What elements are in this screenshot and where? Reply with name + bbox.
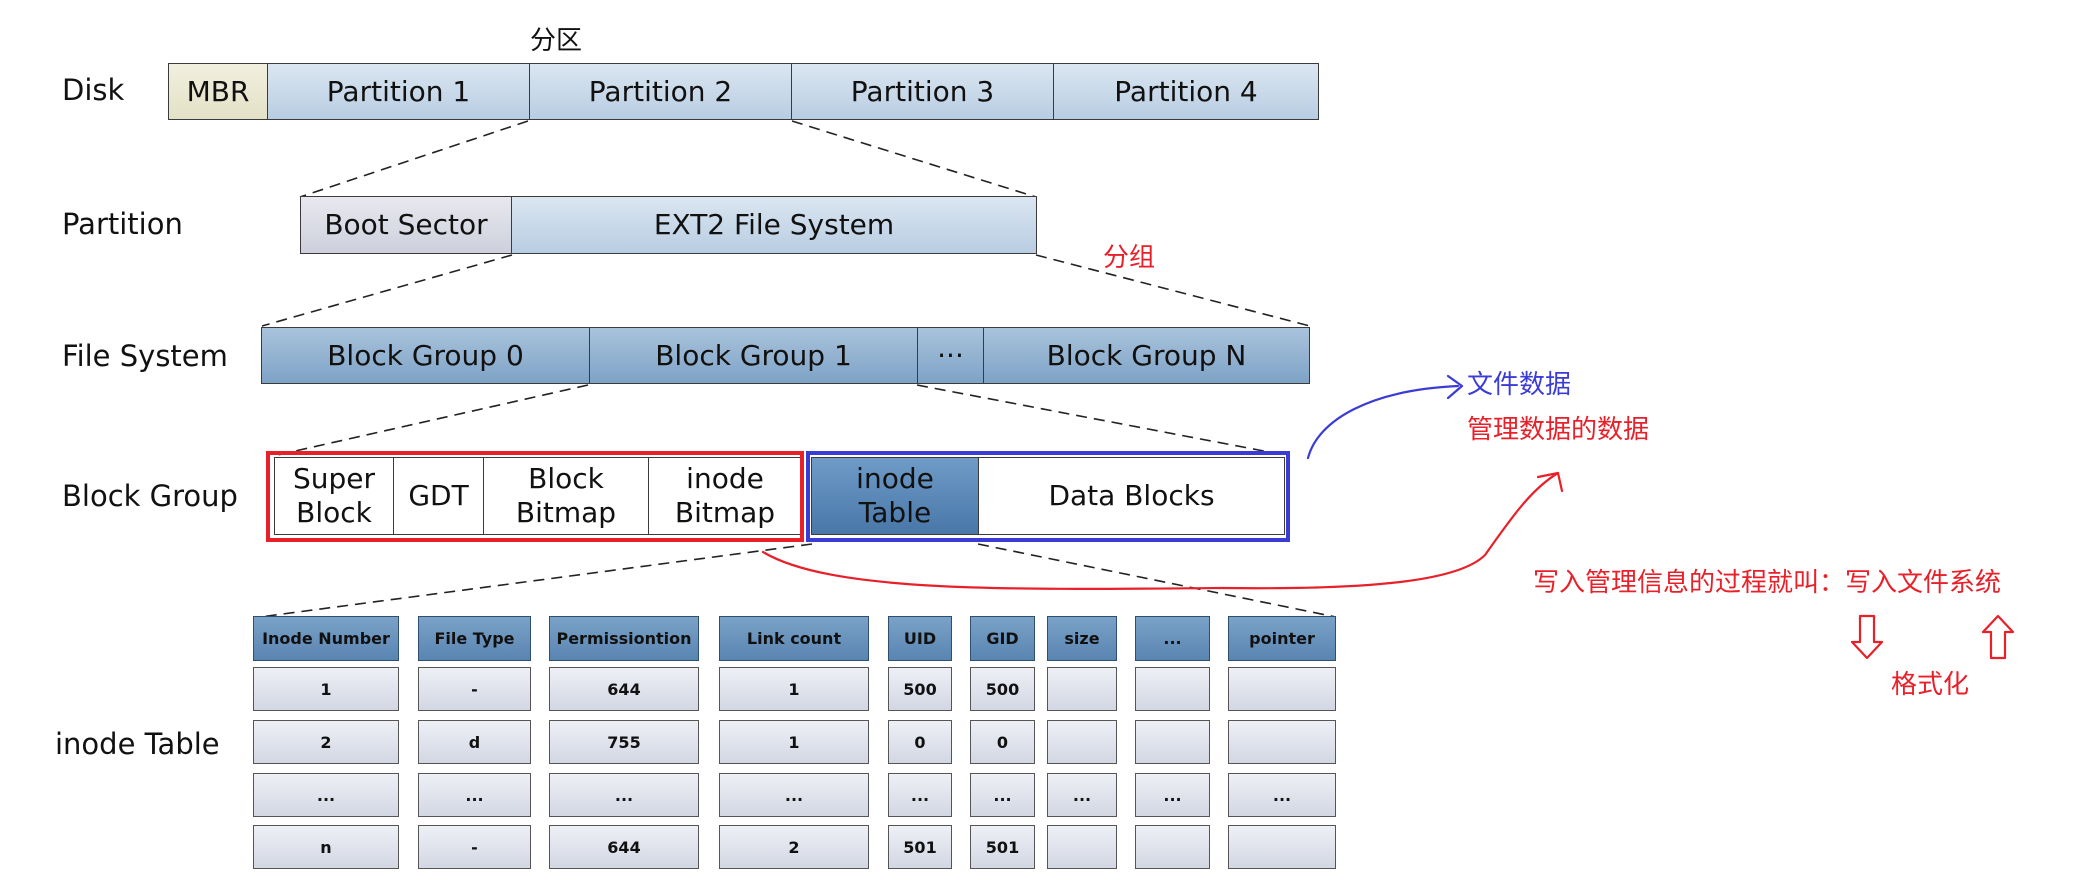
- super-block-line-1: Super: [292, 462, 376, 496]
- inode-cell-permission: ...: [549, 773, 699, 817]
- up-arrow-icon: [1981, 614, 2015, 660]
- file-data-annotation: 文件数据: [1467, 370, 1572, 400]
- inode-cell-link-count: 1: [719, 667, 869, 711]
- red-arrow: [761, 471, 1560, 590]
- inode-cell-link-count: ...: [719, 773, 869, 817]
- super-block-line-2: Block: [296, 496, 372, 529]
- row-label-disk: Disk: [62, 73, 125, 107]
- format-annotation: 格式化: [1891, 670, 1970, 700]
- inode-cell-more: [1135, 667, 1210, 711]
- row-label-inode-table: inode Table: [55, 727, 220, 761]
- zoom-line-group1-left: [272, 384, 589, 457]
- inode-cell-pointer: ...: [1228, 773, 1336, 817]
- inode-cell-pointer: [1228, 825, 1336, 869]
- inode-header-permission: Permissiontion: [549, 616, 699, 661]
- mbr-cell: MBR: [168, 63, 268, 120]
- metadata-highlight-box: [266, 451, 804, 542]
- ext2-file-system-cell: EXT2 File System: [511, 196, 1037, 254]
- inode-table-line-2: Table: [858, 496, 932, 529]
- inode-bitmap-cell: inode Bitmap: [648, 457, 802, 535]
- inode-cell-permission: 644: [549, 825, 699, 869]
- process-annotation: 写入管理信息的过程就叫：写入文件系统: [1533, 568, 2002, 598]
- inode-cell-uid: 0: [888, 720, 952, 764]
- inode-cell-size: [1047, 667, 1117, 711]
- super-block-cell: Super Block: [274, 457, 394, 535]
- row-label-partition: Partition: [62, 207, 183, 241]
- boot-sector-cell: Boot Sector: [300, 196, 512, 254]
- inode-cell-gid: ...: [970, 773, 1035, 817]
- file-data-highlight-box: [806, 451, 1290, 542]
- inode-header-gid: GID: [970, 616, 1035, 661]
- inode-cell-inode-number: n: [253, 825, 399, 869]
- data-blocks-cell: Data Blocks: [978, 457, 1285, 535]
- partition-2-cell: Partition 2: [529, 63, 792, 120]
- inode-cell-more: [1135, 825, 1210, 869]
- red-arrowhead: [1536, 471, 1564, 493]
- zoom-line-ext2-left: [261, 254, 513, 327]
- zoom-line-group1-right: [916, 384, 1291, 457]
- inode-cell-inode-number: ...: [253, 773, 399, 817]
- inode-cell-file-type: -: [418, 667, 531, 711]
- inode-cell-pointer: [1228, 720, 1336, 764]
- block-bitmap-cell: Block Bitmap: [483, 457, 649, 535]
- inode-cell-permission: 755: [549, 720, 699, 764]
- inode-cell-file-type: -: [418, 825, 531, 869]
- inode-table-cell: inode Table: [811, 457, 979, 535]
- partition-annotation: 分区: [530, 26, 583, 56]
- row-label-file-system: File System: [62, 339, 228, 373]
- metadata-annotation: 管理数据的数据: [1467, 415, 1650, 445]
- zoom-line-partition2-left: [299, 120, 529, 198]
- inode-header-pointer: pointer: [1228, 616, 1336, 661]
- down-arrow-icon: [1850, 614, 1884, 660]
- blue-arrow: [1306, 384, 1460, 460]
- block-group-0-cell: Block Group 0: [261, 327, 590, 384]
- zoom-line-ext2-right: [1035, 254, 1311, 327]
- inode-bitmap-line-2: Bitmap: [674, 496, 776, 529]
- partition-3-cell: Partition 3: [791, 63, 1054, 120]
- inode-bitmap-line-1: inode: [686, 462, 764, 496]
- inode-table-line-1: inode: [856, 462, 934, 496]
- inode-cell-more: [1135, 720, 1210, 764]
- inode-cell-size: [1047, 825, 1117, 869]
- inode-cell-more: ...: [1135, 773, 1210, 817]
- inode-cell-file-type: ...: [418, 773, 531, 817]
- inode-header-inode-number: Inode Number: [253, 616, 399, 661]
- inode-cell-inode-number: 2: [253, 720, 399, 764]
- row-label-block-group: Block Group: [62, 479, 238, 513]
- inode-cell-gid: 500: [970, 667, 1035, 711]
- inode-cell-pointer: [1228, 667, 1336, 711]
- inode-header-file-type: File Type: [418, 616, 531, 661]
- block-group-1-cell: Block Group 1: [589, 327, 918, 384]
- inode-cell-uid: ...: [888, 773, 952, 817]
- inode-cell-uid: 500: [888, 667, 952, 711]
- inode-cell-inode-number: 1: [253, 667, 399, 711]
- inode-header-size: size: [1047, 616, 1117, 661]
- blue-arrowhead: [1446, 374, 1464, 400]
- inode-header-more: ...: [1135, 616, 1210, 661]
- block-bitmap-line-1: Block: [528, 462, 604, 496]
- partition-1-cell: Partition 1: [267, 63, 530, 120]
- inode-cell-uid: 501: [888, 825, 952, 869]
- partition-4-cell: Partition 4: [1053, 63, 1319, 120]
- zoom-line-inode-table-left: [259, 543, 813, 618]
- inode-cell-gid: 501: [970, 825, 1035, 869]
- inode-header-link-count: Link count: [719, 616, 869, 661]
- inode-cell-gid: 0: [970, 720, 1035, 764]
- zoom-line-partition2-right: [791, 120, 1037, 198]
- inode-cell-file-type: d: [418, 720, 531, 764]
- block-group-n-cell: Block Group N: [983, 327, 1310, 384]
- ellipsis-cell: ···: [917, 327, 984, 384]
- inode-cell-permission: 644: [549, 667, 699, 711]
- gdt-cell: GDT: [393, 457, 484, 535]
- block-bitmap-line-2: Bitmap: [515, 496, 617, 529]
- inode-cell-size: [1047, 720, 1117, 764]
- group-annotation: 分组: [1103, 243, 1156, 273]
- inode-cell-size: ...: [1047, 773, 1117, 817]
- inode-header-uid: UID: [888, 616, 952, 661]
- inode-cell-link-count: 2: [719, 825, 869, 869]
- zoom-line-inode-table-right: [977, 543, 1337, 618]
- inode-cell-link-count: 1: [719, 720, 869, 764]
